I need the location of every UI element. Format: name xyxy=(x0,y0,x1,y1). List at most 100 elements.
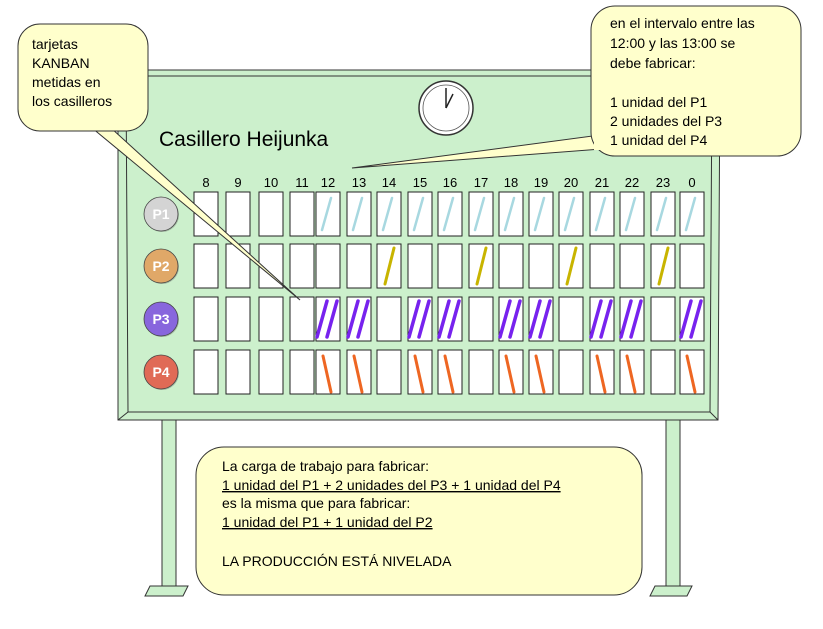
kanban-card xyxy=(504,354,516,394)
slot-box xyxy=(619,191,645,237)
product-label: P1 xyxy=(152,206,169,222)
slot-box xyxy=(258,191,284,237)
kanban-card xyxy=(473,196,486,232)
slot-box xyxy=(258,349,284,395)
hour-label: 8 xyxy=(202,175,209,190)
kanban-card xyxy=(528,299,542,339)
kanban-card xyxy=(447,299,461,339)
slot-box xyxy=(376,191,402,237)
product-circle xyxy=(143,248,179,284)
slot-box xyxy=(376,349,402,395)
kanban-card xyxy=(624,196,637,232)
slot-box xyxy=(407,191,433,237)
kanban-card xyxy=(629,299,643,339)
kanban-callout: tarjetas KANBAN metidas en los casillero… xyxy=(17,23,301,301)
slot-box xyxy=(589,243,615,289)
slot-box xyxy=(346,191,372,237)
note-line-1: La carga de trabajo para fabricar: xyxy=(222,458,429,474)
kanban-card xyxy=(599,299,613,339)
slot-box xyxy=(650,296,676,342)
slot-box xyxy=(225,296,251,342)
slot-box xyxy=(468,349,494,395)
note-conclusion: LA PRODUCCIÓN ESTÁ NIVELADA xyxy=(222,553,452,569)
slot-box xyxy=(315,243,341,289)
slot-box xyxy=(437,243,463,289)
hour-label: 18 xyxy=(504,175,518,190)
product-circle xyxy=(143,354,179,390)
kanban-card xyxy=(437,299,451,339)
kanban-card xyxy=(321,354,333,394)
board-title: Casillero Heijunka xyxy=(159,128,329,151)
slot-box xyxy=(289,296,315,342)
kanban-card xyxy=(346,299,360,339)
interval-callout-text: en el intervalo entre las 12:00 y las 13… xyxy=(610,15,759,148)
board-legs xyxy=(144,417,693,597)
slot-box xyxy=(679,243,705,289)
kanban-card xyxy=(503,196,516,232)
hour-label: 10 xyxy=(264,175,278,190)
kanban-card xyxy=(417,299,431,339)
note-line-2: 1 unidad del P1 + 2 unidades del P3 + 1 … xyxy=(222,477,561,493)
kanban-card xyxy=(498,299,512,339)
slot-box xyxy=(528,243,554,289)
slot-box xyxy=(650,349,676,395)
slot-box xyxy=(558,296,584,342)
kanban-card xyxy=(443,354,455,394)
clock-icon xyxy=(418,80,474,136)
slot-box xyxy=(225,191,251,237)
hour-label: 9 xyxy=(234,175,241,190)
kanban-card xyxy=(315,299,329,339)
leveling-note: La carga de trabajo para fabricar: 1 uni… xyxy=(195,446,643,596)
kanban-card xyxy=(684,196,697,232)
kanban-card xyxy=(320,196,333,232)
kanban-card xyxy=(352,354,364,394)
slot-box xyxy=(289,243,315,289)
slot-box xyxy=(468,191,494,237)
product-circle xyxy=(143,301,179,337)
slot-box xyxy=(437,191,463,237)
note-line-4: 1 unidad del P1 + 1 unidad del P2 xyxy=(222,514,433,530)
slot-box xyxy=(289,191,315,237)
kanban-card xyxy=(619,299,633,339)
slot-box xyxy=(258,296,284,342)
kanban-card xyxy=(625,354,637,394)
kanban-card xyxy=(407,299,421,339)
slot-box xyxy=(193,349,219,395)
kanban-card xyxy=(351,196,364,232)
kanban-card xyxy=(655,196,668,232)
kanban-card xyxy=(679,299,693,339)
hour-label: 0 xyxy=(688,175,695,190)
hour-label: 21 xyxy=(595,175,609,190)
slot-box xyxy=(650,191,676,237)
product-label: P3 xyxy=(152,311,169,327)
kanban-card xyxy=(594,196,607,232)
kanban-card xyxy=(689,299,703,339)
slot-box xyxy=(558,349,584,395)
product-circle xyxy=(143,196,179,232)
slot-grid xyxy=(193,191,705,395)
kanban-callout-text: tarjetas KANBAN metidas en los casillero… xyxy=(32,36,112,109)
slot-box xyxy=(225,349,251,395)
slot-box xyxy=(498,243,524,289)
kanban-card xyxy=(442,196,455,232)
kanban-card xyxy=(325,299,339,339)
kanban-card xyxy=(381,196,394,232)
hour-label: 17 xyxy=(474,175,488,190)
slot-box xyxy=(193,243,219,289)
interval-callout: en el intervalo entre las 12:00 y las 13… xyxy=(351,5,802,169)
hour-label: 11 xyxy=(295,175,309,190)
kanban-card xyxy=(685,354,697,394)
kanban-card xyxy=(356,299,370,339)
kanban-card xyxy=(383,246,396,286)
hour-label: 19 xyxy=(534,175,548,190)
slot-box xyxy=(558,191,584,237)
slot-box xyxy=(589,191,615,237)
kanban-card xyxy=(657,246,670,286)
hour-label: 13 xyxy=(352,175,366,190)
kanban-card xyxy=(508,299,522,339)
kanban-card xyxy=(589,299,603,339)
kanban-card xyxy=(538,299,552,339)
